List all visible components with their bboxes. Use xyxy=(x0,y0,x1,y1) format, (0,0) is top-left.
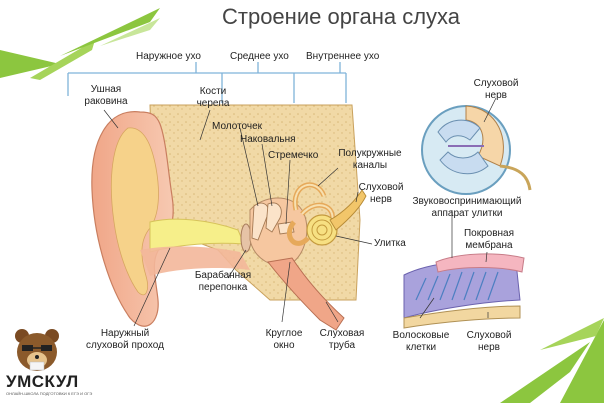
label-semicircular-canals: Полукружные каналы xyxy=(332,148,408,172)
label-round-line1: Круглое xyxy=(265,328,303,339)
label-incus: Наковальня xyxy=(240,134,296,145)
label-tube-line2: труба xyxy=(328,340,356,351)
label-detail-nerve-top-line1: Слуховой xyxy=(473,78,519,89)
corner-decoration-bottom xyxy=(500,318,604,403)
section-middle-ear: Среднее ухо xyxy=(230,51,289,62)
cochlea-cross-section xyxy=(421,105,532,195)
label-stapes: Стремечко xyxy=(268,150,319,161)
label-cochlea: Улитка xyxy=(374,238,406,249)
cochlea xyxy=(306,214,338,246)
label-membrane-line1: Покровная xyxy=(463,228,515,239)
page-title: Строение органа слуха xyxy=(222,4,461,29)
label-detail-nerve-top-line2: нерв xyxy=(485,90,507,101)
organ-of-corti xyxy=(403,253,525,329)
label-malleus: Молоточек xyxy=(212,121,263,132)
auditory-nerve xyxy=(329,189,367,231)
section-bracket xyxy=(67,62,347,103)
label-hair-line1: Волосковые xyxy=(392,330,450,341)
label-skull-line1: Кости xyxy=(199,86,227,97)
corner-decoration-top xyxy=(0,8,160,80)
eustachian-tube xyxy=(267,257,345,331)
label-canals-line2: каналы xyxy=(352,160,388,171)
bear-icon xyxy=(15,329,59,371)
label-skull-line2: черепа xyxy=(196,98,230,109)
label-hair-cells: Волосковые клетки xyxy=(388,330,454,354)
label-pinna: Ушная раковина xyxy=(82,84,130,108)
label-apparatus-line2: аппарат улитки xyxy=(431,208,503,219)
pinna-inner xyxy=(110,127,159,296)
label-canal-line1: Наружный xyxy=(100,328,150,339)
label-membrane-line2: мембрана xyxy=(465,240,513,251)
section-outer-ear: Наружное ухо xyxy=(136,51,201,62)
label-apparatus-line1: Звуковоспринимающий xyxy=(412,196,522,207)
label-detail-nerve-bottom-line1: Слуховой xyxy=(466,330,512,341)
leader-lines xyxy=(103,97,497,327)
label-canal-line2: слуховой проход xyxy=(86,340,164,351)
label-tectorial-membrane: Покровная мембрана xyxy=(460,228,518,252)
label-detail-nerve-bottom: Слуховой нерв xyxy=(462,330,516,354)
label-eardrum: Барабанная перепонка xyxy=(190,270,256,294)
label-nerve-line1: Слуховой xyxy=(358,182,404,193)
section-inner-ear: Внутреннее ухо xyxy=(306,51,380,62)
label-pinna-line2: раковина xyxy=(84,96,128,107)
label-sound-apparatus: Звуковоспринимающий аппарат улитки xyxy=(404,196,530,220)
label-auditory-nerve: Слуховой нерв xyxy=(356,182,406,206)
brand-name: УМСКУЛ xyxy=(6,372,79,391)
incus-bone xyxy=(265,202,282,233)
label-eardrum-line1: Барабанная xyxy=(194,270,252,281)
label-eardrum-line2: перепонка xyxy=(198,282,248,293)
label-canals-line1: Полукружные xyxy=(338,148,402,159)
label-round-line2: окно xyxy=(273,340,295,351)
brand-tagline: ОНЛАЙН-ШКОЛА ПОДГОТОВКИ К ЕГЭ И ОГЭ xyxy=(6,391,93,396)
label-detail-nerve-top: Слуховой нерв xyxy=(468,78,524,102)
label-skull-bones: Кости черепа xyxy=(193,86,233,110)
label-nerve-line2: нерв xyxy=(370,194,392,205)
label-detail-nerve-bottom-line2: нерв xyxy=(478,342,500,353)
label-round-window: Круглое окно xyxy=(262,328,306,352)
label-hair-line2: клетки xyxy=(405,342,437,353)
label-pinna-line1: Ушная xyxy=(90,84,122,95)
label-eustachian-tube: Слуховая труба xyxy=(316,328,368,352)
label-tube-line1: Слуховая xyxy=(319,328,365,339)
label-ear-canal: Наружный слуховой проход xyxy=(82,328,168,352)
